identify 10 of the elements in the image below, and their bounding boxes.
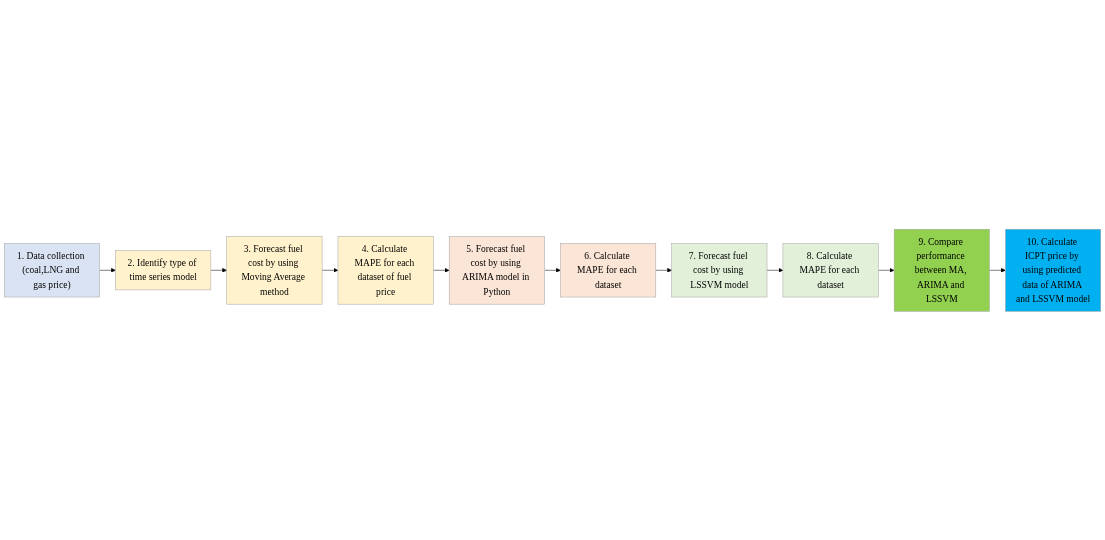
node-box: 2. Identify type of time series model bbox=[115, 250, 212, 290]
node-box: 6. Calculate MAPE for each dataset bbox=[560, 242, 657, 297]
node-box: 7. Forecast fuel cost by using LSSVM model bbox=[671, 242, 768, 297]
node-box: 9. Compare performance between MA, ARIMA and LSSVM bbox=[893, 228, 990, 312]
node-box: 5. Forecast fuel cost by using ARIMA model in Python bbox=[448, 235, 545, 305]
node-box: 8. Calculate MAPE for each dataset bbox=[782, 242, 879, 297]
node-box: 1. Data collection (coal,LNG and gas price) bbox=[4, 242, 100, 297]
node-box: 10. Calculate ICPT price by using predicted data of ARIMA and LSSVM model bbox=[1005, 228, 1101, 312]
node-box: 3. Forecast fuel cost by using Moving Average method bbox=[226, 235, 323, 305]
node-box: 4. Calculate MAPE for each dataset of fuel price bbox=[337, 235, 434, 305]
